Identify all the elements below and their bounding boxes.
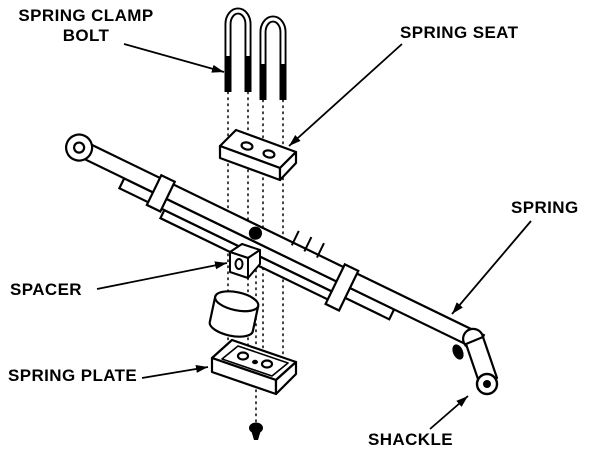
spacer-arrow — [96, 261, 228, 290]
seat-hole — [262, 149, 276, 159]
center-bolt-drawing — [249, 422, 263, 440]
spring-plate-drawing — [210, 338, 298, 396]
shackle-label: SHACKLE — [368, 430, 453, 449]
bolt-threads — [225, 56, 232, 92]
spring-plate-label: SPRING PLATE — [8, 366, 138, 385]
spacer-label: SPACER — [10, 280, 82, 299]
u-bolt-right-drawing — [259, 15, 287, 100]
u-bolt-left-drawing — [224, 7, 252, 92]
spring-clip-front — [145, 173, 177, 213]
spring-seat-drawing — [218, 128, 298, 182]
spacer-drawing — [229, 243, 261, 279]
seat-hole — [240, 141, 254, 151]
shackle-pin — [483, 380, 491, 388]
spring-arrow — [451, 220, 532, 315]
spring-clamp-bolt-label: SPRING CLAMP BOLT — [18, 6, 154, 46]
bolt-threads — [245, 56, 252, 92]
leader-arrows — [96, 43, 532, 430]
shackle-arrow — [429, 395, 469, 430]
bolt-threads — [280, 64, 287, 100]
spring-label: SPRING — [511, 198, 579, 217]
spring-seat-label: SPRING SEAT — [400, 23, 519, 42]
center-bolt-head — [248, 226, 263, 240]
spring-clamp-bolt-arrow — [123, 43, 225, 73]
plate-hole — [236, 351, 250, 361]
shackle-bolt-head — [452, 344, 464, 360]
spring-plate-arrow — [141, 365, 209, 379]
spring-clip-rear — [324, 262, 360, 312]
shackle-drawing — [452, 335, 499, 396]
plate-hole — [260, 359, 274, 369]
spring-front-eye-hole — [73, 141, 86, 154]
leaf-end-marks — [290, 230, 325, 258]
spacer-hole — [234, 258, 244, 270]
plate-center-hole — [252, 359, 258, 365]
spacer-cylinder-drawing — [208, 290, 260, 338]
bolt-threads — [260, 64, 267, 100]
spring-seat-arrow — [288, 43, 403, 147]
